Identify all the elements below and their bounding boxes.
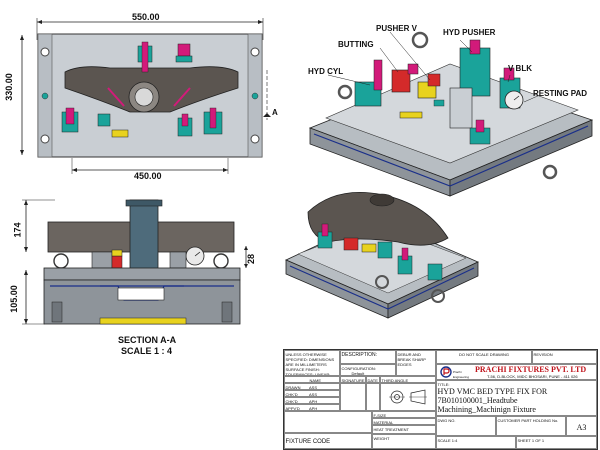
treatment-label: HEAT TREATMENT bbox=[372, 425, 436, 434]
callout-v-blk: V BLK bbox=[508, 64, 532, 73]
dim-105: 105.00 bbox=[8, 285, 19, 313]
dim-174: 174 bbox=[12, 222, 23, 238]
projection-label: THIRD ANGLE PROJECTION bbox=[380, 376, 436, 383]
col-date-header: DATE bbox=[366, 376, 380, 383]
scale-label: SCALE 1:4 bbox=[436, 436, 516, 449]
title-line-1: HYD VMC BED TYPE FIX FOR bbox=[437, 386, 548, 396]
sheet-size-box: A3 bbox=[566, 416, 597, 436]
notes-blank bbox=[284, 411, 372, 433]
callout-pusher-v: PUSHER V bbox=[376, 24, 417, 33]
section-caption-scale: SCALE 1 : 4 bbox=[121, 346, 173, 356]
date-col-blank bbox=[366, 383, 380, 411]
row-approved: APPV'D APH bbox=[284, 404, 340, 411]
drawing-title-box: TITLE: HYD VMC BED TYPE FIX FOR 7B010100… bbox=[436, 380, 597, 416]
section-view-drawing bbox=[22, 199, 248, 325]
callout-hyd-pusher: HYD PUSHER bbox=[443, 28, 496, 37]
configuration-label: CONFIGURATION: bbox=[341, 365, 376, 371]
dim-width-550: 550.00 bbox=[132, 12, 160, 22]
dim-28: 28 bbox=[246, 253, 257, 265]
row-role: CHK'D bbox=[285, 398, 298, 404]
tolerance-note: UNLESS OTHERWISE SPECIFIED: DIMENSIONS A… bbox=[284, 350, 340, 376]
row-role: DRAWN bbox=[285, 384, 301, 390]
isometric-view-assembled bbox=[308, 31, 594, 197]
isometric-view-with-part bbox=[285, 192, 479, 319]
row-name: APH bbox=[309, 405, 318, 411]
col-name: NAME bbox=[309, 377, 322, 383]
company-box: Prachi Engineering PRACHI FIXTURES PVT. … bbox=[436, 364, 597, 380]
row-role: CHK'D bbox=[285, 391, 298, 397]
company-logo-icon bbox=[440, 366, 452, 378]
projection-symbol-box bbox=[380, 383, 436, 411]
sheet-size: A3 bbox=[576, 422, 587, 432]
dwg-no-label: DWG NO. bbox=[436, 416, 496, 436]
revision-label: REVISION bbox=[532, 350, 597, 364]
row-drawn: DRAWN ASS bbox=[284, 383, 340, 390]
row-name: APH bbox=[309, 398, 318, 404]
top-view-drawing bbox=[20, 18, 271, 174]
col-signature-header: SIGNATURE bbox=[340, 376, 366, 383]
row-checked-2: CHK'D APH bbox=[284, 397, 340, 404]
section-marker-a: A bbox=[272, 108, 278, 117]
fixture-code-box: FIXTURE CODE bbox=[284, 433, 372, 449]
row-name: ASS bbox=[309, 384, 318, 390]
callout-butting: BUTTING bbox=[338, 40, 374, 49]
callout-resting-pad: RESTING PAD bbox=[533, 89, 588, 98]
signature-col-blank bbox=[340, 383, 366, 411]
title-label: TITLE: bbox=[437, 381, 450, 387]
sheet-label: SHEET 1 OF 1 bbox=[516, 436, 597, 449]
description-label: DESCRIPTION: bbox=[340, 350, 396, 364]
dim-inner-450: 450.00 bbox=[134, 171, 162, 181]
material-label: MATERIAL bbox=[372, 418, 436, 425]
row-checked-1: CHK'D ASS bbox=[284, 390, 340, 397]
row-role: APPV'D bbox=[285, 405, 300, 411]
configuration-box: CONFIGURATION: Default bbox=[340, 364, 396, 376]
do-not-scale-note: DO NOT SCALE DRAWING bbox=[436, 350, 532, 364]
customer-part-label: CUSTOMER PART HOLDING No. bbox=[496, 416, 566, 436]
fixture-code-label: FIXTURE CODE bbox=[285, 438, 331, 445]
weight-label: WEIGHT bbox=[372, 434, 436, 449]
callout-hyd-cyl: HYD CYL bbox=[308, 67, 344, 76]
company-address: T-56, D-BLOCK, MIDC BHOSARI, PUNE - 411 … bbox=[487, 374, 578, 379]
title-block: UNLESS OTHERWISE SPECIFIED: DIMENSIONS A… bbox=[283, 349, 598, 450]
col-name-header: NAME bbox=[284, 376, 340, 383]
section-caption-title: SECTION A-A bbox=[118, 335, 177, 345]
title-line-3: Machining_Machinign Fixture bbox=[437, 404, 536, 414]
row-name: ASS bbox=[309, 391, 318, 397]
company-logo-text: Prachi Engineering bbox=[453, 370, 470, 379]
company-name: PRACHI FIXTURES PVT. LTD bbox=[475, 365, 587, 374]
title-line-2: 7B010100001_Headtube bbox=[437, 395, 518, 405]
size-label: F-SIZE bbox=[372, 411, 436, 418]
dim-height-330: 330.00 bbox=[3, 73, 14, 101]
third-angle-projection-icon bbox=[389, 389, 427, 405]
configuration-value: Default bbox=[351, 370, 365, 376]
deburr-note: DEBUR AND BREAK SHARP EDGES bbox=[396, 350, 436, 376]
